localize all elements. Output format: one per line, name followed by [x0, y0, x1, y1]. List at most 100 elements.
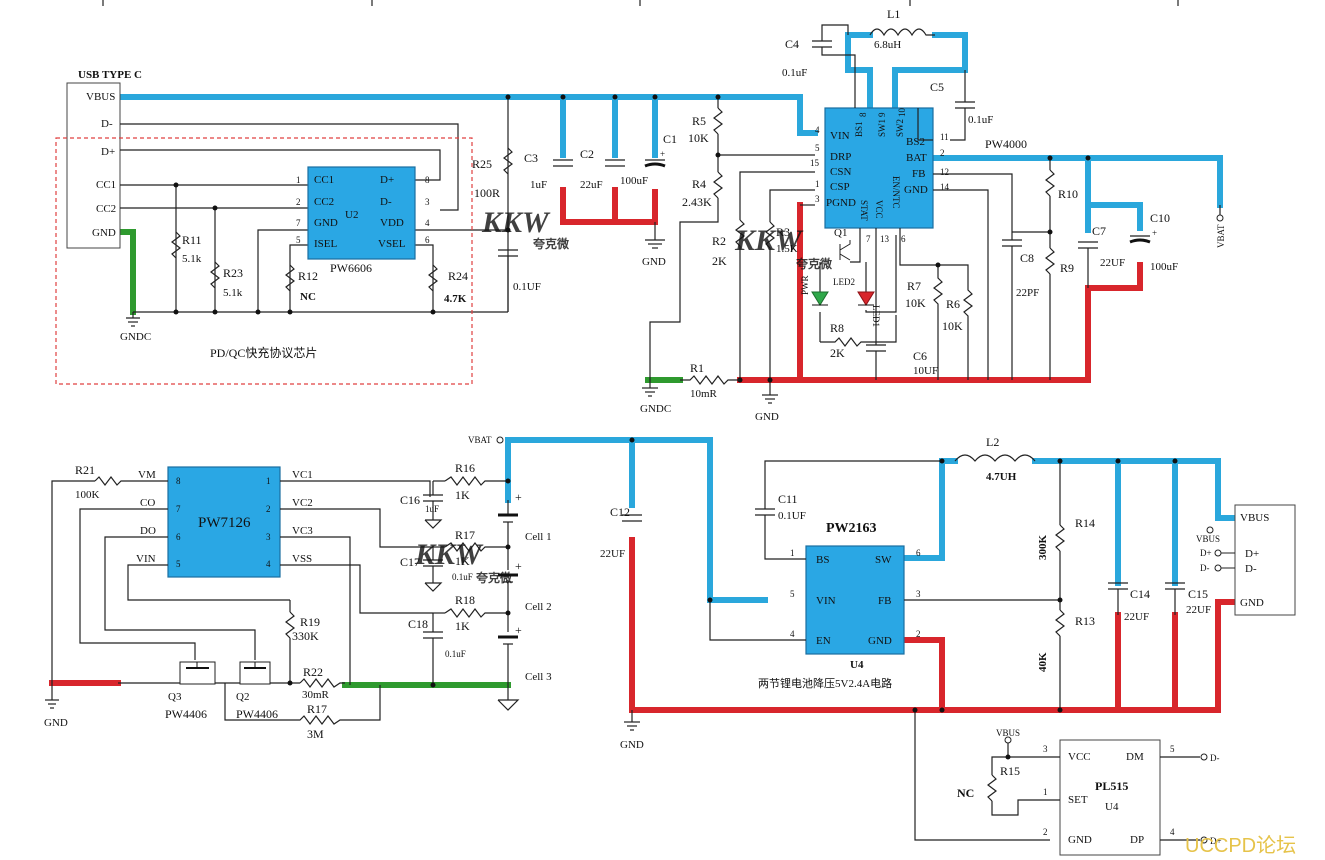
u2-name: PW6606 [330, 261, 372, 275]
c4-ref: C4 [785, 37, 799, 51]
usb-pin-cc1: CC1 [96, 179, 116, 191]
vbat-bottom-port [496, 436, 504, 444]
usb-output: VBUS D+ D- GND VBUS D+ D- [1196, 504, 1296, 616]
u2-pin-vsel: VSEL [378, 238, 406, 250]
r23-val: 5.1k [223, 287, 243, 299]
u5-body [1059, 739, 1161, 856]
q1-label: Q1 [834, 227, 847, 239]
buck-gnd-label: GND [620, 739, 644, 751]
l1-val: 6.8uH [874, 39, 901, 51]
u4-body [805, 545, 905, 655]
u3-body [167, 466, 281, 578]
u1-pin-bs1: BS1 [854, 121, 864, 137]
c3-ref: C3 [524, 151, 538, 165]
r17a-ref: R17 [455, 528, 475, 542]
u1-pin-csp: CSP [830, 181, 850, 193]
u1-left-network [649, 171, 973, 404]
r5-val: 10K [688, 131, 709, 145]
buck-wires [622, 460, 1185, 841]
u1-num-14: 14 [940, 182, 950, 192]
c10-val: 100uF [1150, 261, 1178, 273]
pd-box-caption: PD/QC快充协议芯片 [210, 345, 317, 360]
jn-gnd-u4 [939, 707, 945, 713]
q2-label: Q2 [236, 691, 249, 703]
bms-wires [45, 476, 520, 725]
jn-gnd-u5 [912, 707, 918, 713]
u1-pin-en-ntc: EN/NTC [891, 176, 901, 209]
c14-val: 22UF [1124, 611, 1149, 623]
u5-pl515: VCC SET GND DM DP PL515 U4 3 1 2 5 4 VBU… [957, 728, 1222, 856]
u1-num-1: 1 [815, 179, 820, 189]
u1-pin-drp: DRP [830, 151, 851, 163]
mosfet-q2 [239, 661, 271, 685]
u5-pin-dp: DP [1130, 834, 1144, 846]
u1-num-2: 2 [940, 148, 945, 158]
u4-pin-gnd: GND [868, 635, 892, 647]
u4-pin-en: EN [816, 635, 831, 647]
c2-ref: C2 [580, 147, 594, 161]
u2-pin-cc2: CC2 [314, 196, 334, 208]
c2-val: 22uF [580, 179, 603, 191]
r7-val: 10K [905, 296, 926, 310]
u1-num-7: 7 [866, 234, 871, 244]
c7-ref: C7 [1092, 224, 1106, 238]
jn-r10 [1047, 155, 1053, 161]
usb-pin-vbus: VBUS [86, 91, 115, 103]
r15-nc: NC [957, 786, 974, 800]
r21-ref: R21 [75, 463, 95, 477]
u3-num-7: 7 [176, 504, 181, 514]
u2-num-4: 4 [425, 218, 430, 228]
u4-num-2: 2 [916, 629, 921, 639]
u1-pin-csn: CSN [830, 166, 851, 178]
r16-ref: R16 [455, 461, 475, 475]
input-caps: C3 1uF C2 22uF C1 100uF + GND [524, 132, 677, 268]
u2-pin-vdd: VDD [380, 217, 404, 229]
bms-gnd-label: GND [44, 717, 68, 729]
u3-num-6: 6 [176, 532, 181, 542]
r10-ref: R10 [1058, 187, 1078, 201]
u2-pin-isel: ISEL [314, 238, 338, 250]
r6-ref: R6 [946, 297, 960, 311]
c17-ref: C17 [400, 555, 420, 569]
u3-num-8: 8 [176, 476, 181, 486]
jn-fb2 [1057, 597, 1063, 603]
u5-ref: U4 [1105, 801, 1119, 813]
u2-num-2: 2 [296, 197, 301, 207]
u1-num-13: 13 [880, 234, 890, 244]
cell1-label: Cell 1 [525, 531, 552, 543]
jn-c18 [430, 682, 436, 688]
jn-cell3-top [505, 610, 511, 616]
u1-pin-fb: FB [912, 168, 925, 180]
usb-type-c-input: USB TYPE C VBUS D- D+ CC1 CC2 GND GNDC [66, 69, 151, 343]
r4-val: 2.43K [682, 195, 712, 209]
u5-num-2: 2 [1043, 827, 1048, 837]
r13-ref: R13 [1075, 614, 1095, 628]
u1-num-8: 8 [858, 112, 868, 117]
r21-val: 100K [75, 489, 100, 501]
c16-ref: C16 [400, 493, 420, 507]
r19-ref: R19 [300, 615, 320, 629]
u4-num-5: 5 [790, 589, 795, 599]
r5-ref: R5 [692, 114, 706, 128]
r19-val: 330K [292, 629, 319, 643]
u4-pw2163: BS VIN EN SW FB GND 1 5 4 6 3 2 PW2163 U… [758, 521, 921, 690]
c12-val: 22UF [600, 548, 625, 560]
pd-protocol-box [55, 137, 473, 385]
jn-cell2-top [505, 544, 511, 550]
usb-pin-dminus: D- [101, 118, 113, 130]
l2-body [954, 454, 1036, 462]
r25-val: 100R [474, 186, 500, 200]
c12-ref: C12 [610, 505, 630, 519]
vbat-top-label: VBAT [1216, 224, 1226, 248]
vbat-top-port [1216, 214, 1224, 222]
kkw-watermark-1: KKW [481, 206, 551, 239]
u1-pin-pgnd: PGND [826, 197, 856, 209]
u1-num-4: 4 [815, 125, 820, 135]
u4-ref: U4 [850, 659, 864, 671]
jn-cell1-top [505, 478, 511, 484]
u4-num-1: 1 [790, 548, 795, 558]
u1-num-10: 10 [897, 108, 907, 118]
r24-ref: R24 [448, 269, 468, 283]
u5-num-1: 1 [1043, 787, 1048, 797]
usb-out-dplus: D+ [1245, 548, 1259, 560]
